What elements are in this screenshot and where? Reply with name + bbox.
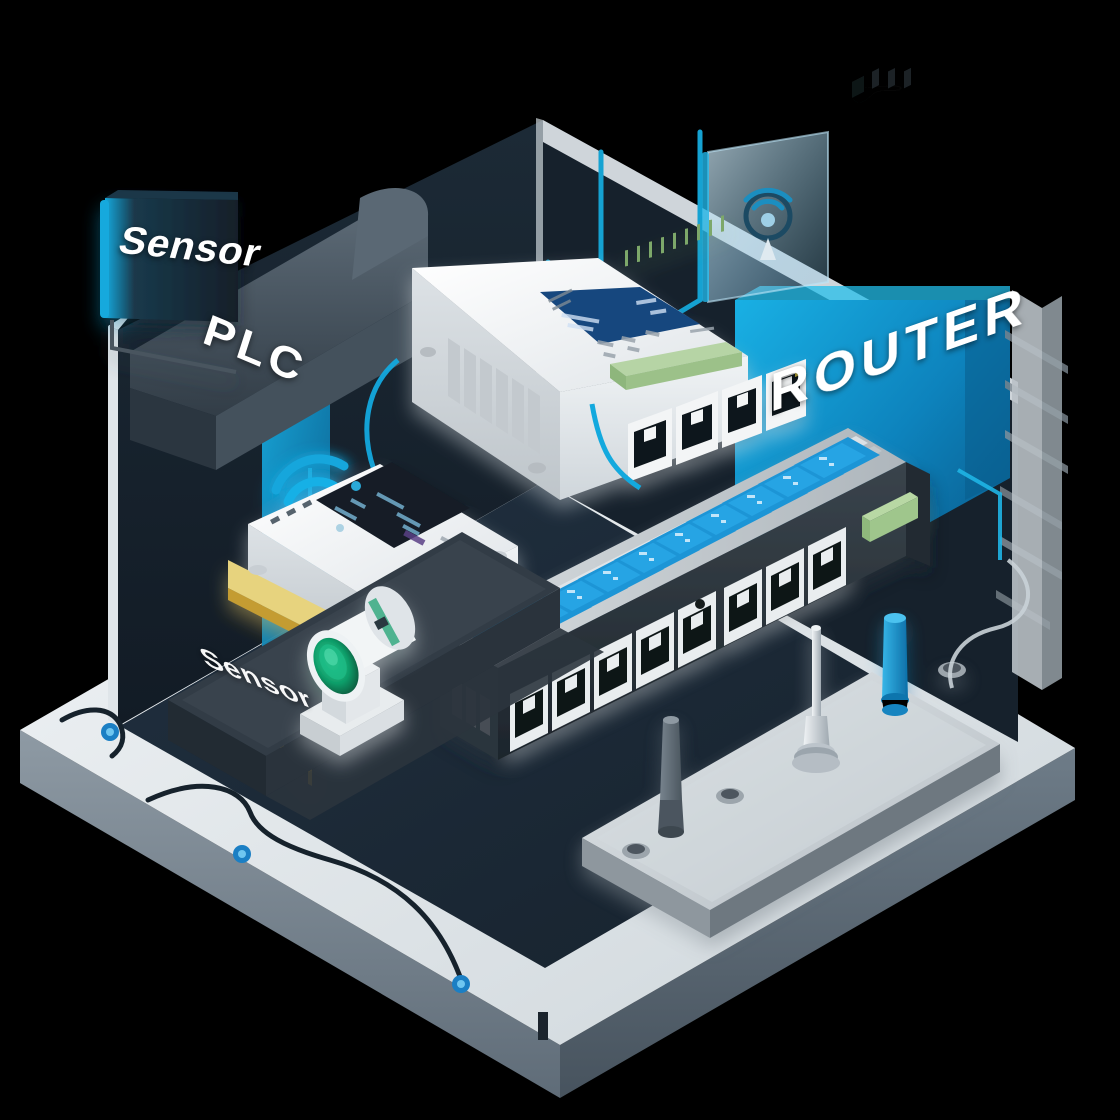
antenna-mounting-plate — [582, 613, 1000, 938]
switch-rj45-ports — [510, 527, 846, 752]
gateway-rj45-ports — [628, 359, 806, 482]
wifi-pin-icon — [743, 187, 793, 260]
cable-nodes — [101, 723, 470, 993]
cable-gateway-switch — [589, 403, 642, 491]
plc-header-panel — [130, 187, 429, 470]
gateway-terminal-block — [610, 215, 742, 390]
device-gateway — [412, 215, 806, 500]
antenna-gray — [658, 716, 684, 838]
gateway-vents — [448, 338, 540, 454]
switch-terminal-block — [862, 67, 918, 542]
floor-cables — [59, 707, 465, 985]
gateway-display — [540, 287, 700, 344]
antenna-blue — [881, 613, 909, 716]
label-card-sensor-top — [100, 190, 238, 374]
glass-card-wifi — [702, 130, 829, 304]
antenna-steel — [792, 625, 840, 773]
device-vision-camera — [300, 586, 416, 756]
